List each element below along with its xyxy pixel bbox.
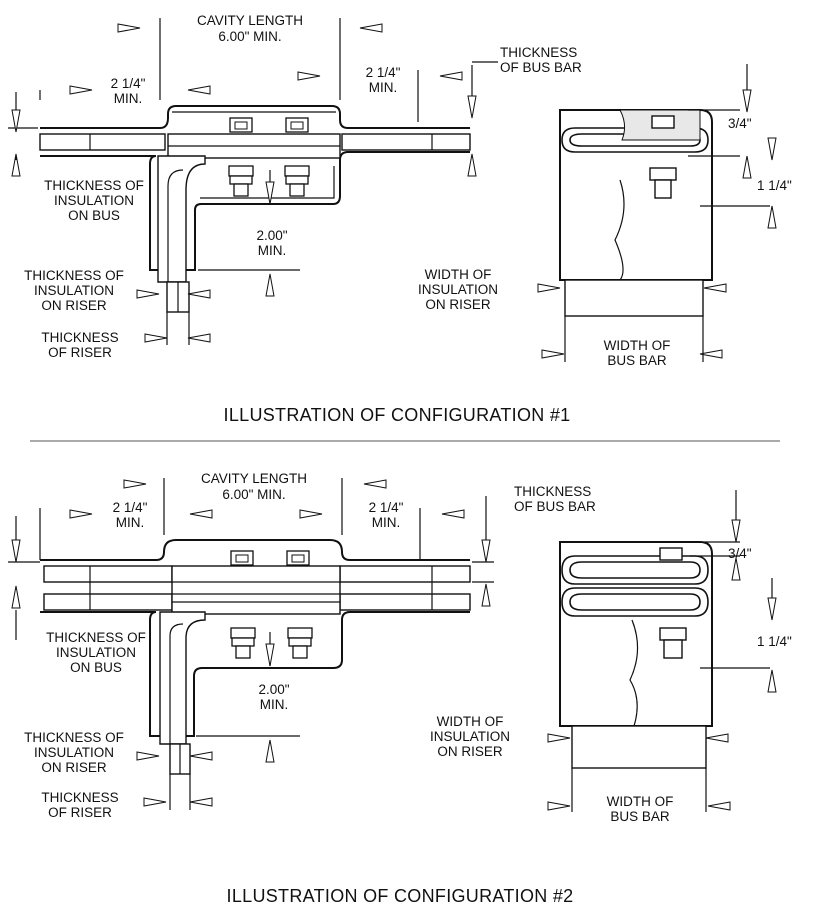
left-min-label-1: 2 1/4"MIN. xyxy=(111,76,146,106)
dim-three-quarter-label-1: 3/4" xyxy=(728,116,752,131)
dimension-lines-2 xyxy=(8,478,494,810)
caption-configuration-2: ILLUSTRATION OF CONFIGURATION #2 xyxy=(227,886,574,906)
dim-one-quarter-label-2: 1 1/4" xyxy=(757,634,792,649)
side-view-2 xyxy=(40,539,471,775)
right-min-label-1: 2 1/4"MIN. xyxy=(366,65,401,95)
riser-min-label-1: 2.00"MIN. xyxy=(256,228,287,258)
dimension-lines-1 xyxy=(8,18,498,345)
dim-one-quarter-label-1: 1 1/4" xyxy=(757,178,792,193)
dim-three-quarter-label-2: 3/4" xyxy=(728,546,752,561)
riser-min-label-2: 2.00"MIN. xyxy=(258,682,289,712)
end-view-1 xyxy=(537,64,777,362)
end-view-2 xyxy=(547,490,777,812)
side-view-1 xyxy=(39,105,471,313)
right-min-label-2: 2 1/4"MIN. xyxy=(369,500,404,530)
caption-configuration-1: ILLUSTRATION OF CONFIGURATION #1 xyxy=(224,405,571,425)
left-min-label-2: 2 1/4"MIN. xyxy=(113,500,148,530)
